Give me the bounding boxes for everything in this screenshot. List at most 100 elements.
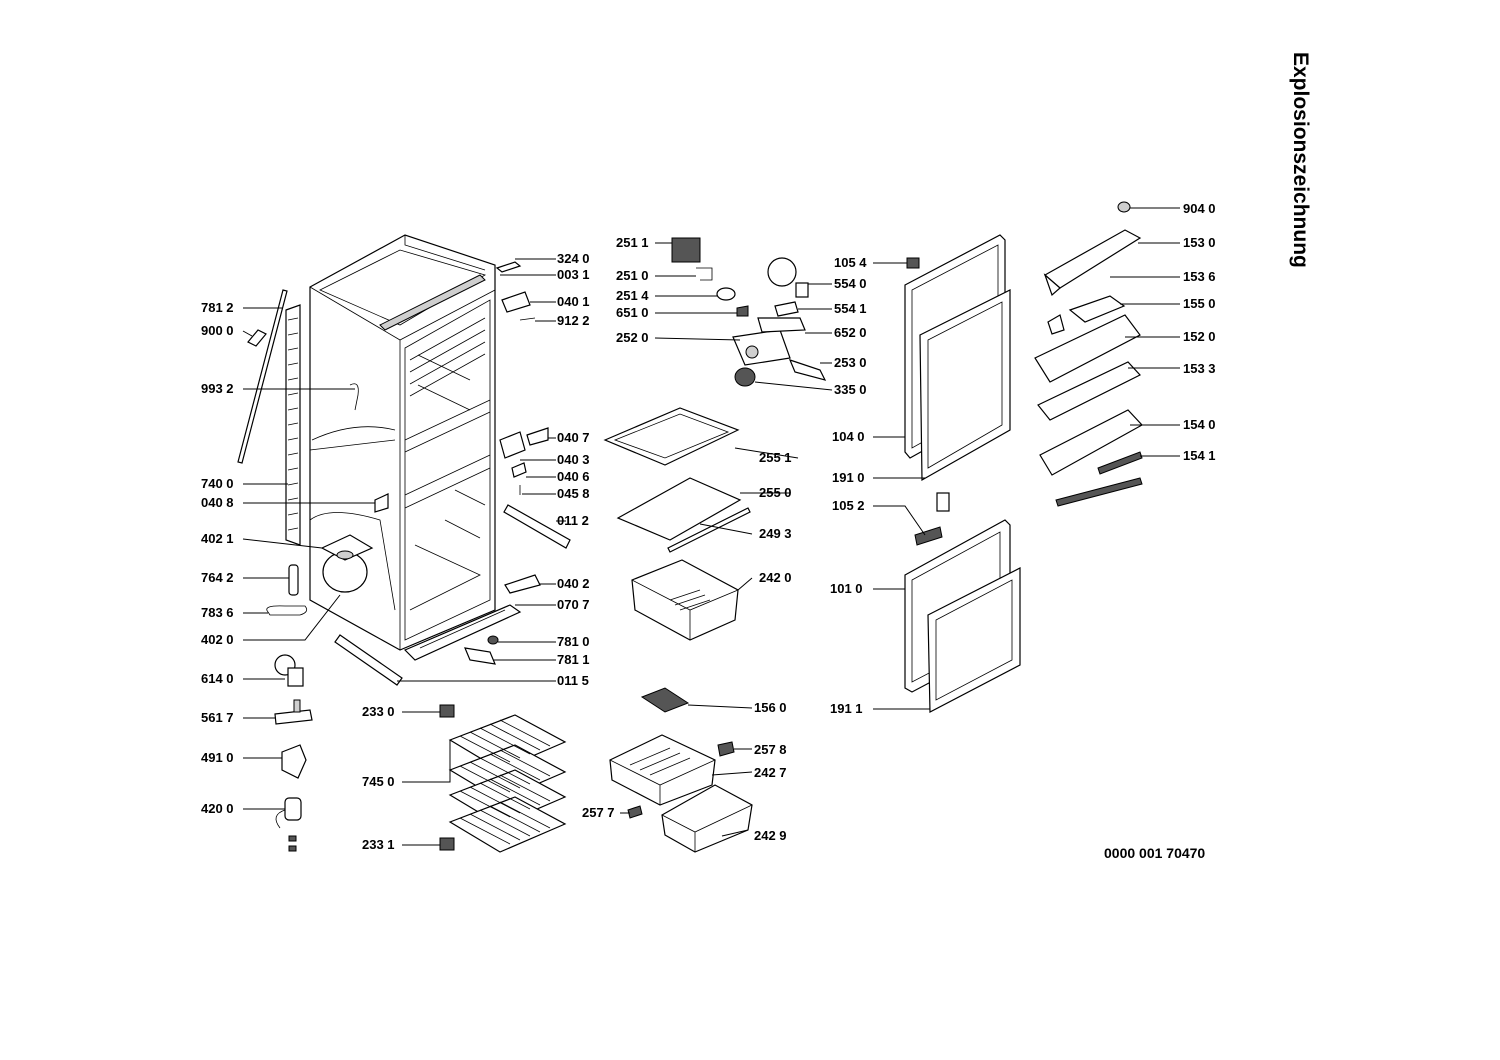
bushing-part [511, 462, 527, 478]
callout-253: 253 0 [834, 355, 867, 370]
hinge-middle-b [526, 427, 549, 446]
cabinet-body [309, 234, 522, 661]
small-part-b [288, 845, 297, 852]
callout-040-2: 040 2 [557, 576, 590, 591]
callout-045: 045 8 [557, 486, 590, 501]
callout-191-1: 191 1 [830, 701, 863, 716]
callout-251-0: 251 0 [616, 268, 649, 283]
door-hinge-bar [914, 526, 943, 546]
fan-ring [767, 257, 797, 287]
callout-257-8: 257 8 [754, 742, 787, 757]
hinge-middle [499, 431, 526, 459]
callout-764: 764 2 [201, 570, 234, 585]
egg-tray [1068, 295, 1126, 323]
lower-door [904, 519, 1021, 713]
callout-249: 249 3 [759, 526, 792, 541]
callout-993: 993 2 [201, 381, 234, 396]
callout-252: 252 0 [616, 330, 649, 345]
callout-324: 324 0 [557, 251, 590, 266]
shelf-support-top [439, 704, 455, 718]
shelf-frame [603, 407, 740, 466]
callout-740: 740 0 [201, 476, 234, 491]
hinge-part [501, 291, 531, 313]
shelf-trim [667, 507, 751, 553]
rail-upper [503, 504, 571, 549]
control-housing [671, 237, 701, 263]
callout-104: 104 0 [832, 429, 865, 444]
glass-shelf [616, 477, 742, 541]
callout-153-3: 153 3 [1183, 361, 1216, 376]
crisper-drawer [631, 559, 739, 641]
control-panel [732, 329, 791, 366]
dryer-part [288, 564, 299, 596]
grille-part [464, 647, 496, 665]
condenser-coil [285, 304, 301, 546]
callout-011-5: 011 5 [557, 673, 589, 688]
callout-257-7: 257 7 [582, 805, 615, 820]
callout-154-1: 154 1 [1183, 448, 1216, 463]
callout-070: 070 7 [557, 597, 590, 612]
door-hinge-mid [936, 492, 950, 512]
drawer-handle-b [627, 805, 643, 819]
callout-153-0: 153 0 [1183, 235, 1216, 250]
capacitor-part [275, 797, 302, 829]
callout-783: 783 6 [201, 605, 234, 620]
cap-part [1117, 201, 1131, 213]
dairy-cover [1043, 229, 1142, 289]
callout-255-0: 255 0 [759, 485, 792, 500]
hinge-bottom [504, 574, 541, 594]
rail-lower [334, 634, 403, 686]
callout-191-0: 191 0 [832, 470, 865, 485]
callout-781-1: 781 1 [557, 652, 590, 667]
door-bin-upper [1034, 314, 1141, 383]
sensor-holder [774, 301, 799, 317]
ice-tray [640, 687, 690, 713]
callout-155: 155 0 [1183, 296, 1216, 311]
lamp-part [736, 305, 749, 317]
bracket-inner [374, 493, 389, 513]
drawer-handle-a [717, 741, 735, 757]
callout-781-0: 781 0 [557, 634, 590, 649]
callout-156: 156 0 [754, 700, 787, 715]
door-bin-middle [1037, 361, 1141, 421]
screw-part [519, 317, 536, 321]
shelf-support-bottom [439, 837, 455, 851]
callout-554-0: 554 0 [834, 276, 867, 291]
callout-554-1: 554 1 [834, 301, 867, 316]
callout-233-0: 233 0 [362, 704, 395, 719]
callout-561: 561 7 [201, 710, 234, 725]
cable-part [788, 359, 827, 381]
callout-040-1: 040 1 [557, 294, 590, 309]
compressor [320, 534, 374, 593]
foot-part [487, 635, 499, 645]
sensor-part [349, 383, 359, 411]
callout-101: 101 0 [830, 581, 863, 596]
document-number: 0000 001 70470 [1104, 845, 1206, 861]
callout-152: 152 0 [1183, 329, 1216, 344]
bin-stopper-b [1055, 477, 1143, 507]
callout-040-6: 040 6 [557, 469, 590, 484]
upper-door [904, 234, 1011, 482]
dial [745, 345, 759, 359]
callout-652: 652 0 [834, 325, 867, 340]
callout-242-9: 242 9 [754, 828, 787, 843]
wire-shelves [448, 714, 567, 853]
callout-255-1: 255 1 [759, 450, 792, 465]
callout-912: 912 2 [557, 313, 590, 328]
clip-part [247, 329, 267, 347]
callout-781-2: 781 2 [201, 300, 234, 315]
callout-402-0: 402 0 [201, 632, 234, 647]
bracket-small [696, 267, 713, 281]
callout-233-1: 233 1 [362, 837, 395, 852]
callout-154-0: 154 0 [1183, 417, 1216, 432]
cover-part [281, 744, 307, 779]
callout-040-3: 040 3 [557, 452, 590, 467]
tube-part [266, 605, 308, 616]
callout-105-2: 105 2 [832, 498, 865, 513]
callout-040-8: 040 8 [201, 495, 234, 510]
hinge-top [495, 261, 522, 273]
callout-011-2: 011 2 [557, 513, 589, 528]
callout-040-7: 040 7 [557, 430, 590, 445]
